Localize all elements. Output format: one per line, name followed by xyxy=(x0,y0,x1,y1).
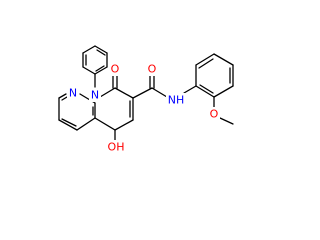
svg-text:NH: NH xyxy=(168,94,185,107)
atom-label-pyridine-n: N xyxy=(67,86,79,100)
methoxy-methyl-bond xyxy=(219,117,234,125)
svg-text:O: O xyxy=(111,63,120,76)
atom-label-carbonyl-o: O xyxy=(109,62,121,76)
atom-label-hydroxyl: OH xyxy=(105,140,127,154)
svg-text:N: N xyxy=(69,87,77,100)
pyridine-ring xyxy=(58,93,96,131)
atom-label-amide-nh: NH xyxy=(166,93,186,107)
phenyl-ring xyxy=(82,45,108,75)
methoxyphenyl-ring xyxy=(195,53,234,98)
atom-label-methoxy-o: O xyxy=(208,107,220,121)
molecule-structure: N O O NH N OH O xyxy=(58,45,234,154)
ring-to-amide-bond xyxy=(132,87,153,99)
atom-label-ring-n: N xyxy=(89,88,101,102)
atom-label-amide-o: O xyxy=(146,62,158,76)
svg-text:O: O xyxy=(210,108,219,121)
amide-cn-bond xyxy=(151,87,168,98)
nh-aryl-bond xyxy=(183,85,197,94)
svg-text:OH: OH xyxy=(108,141,125,154)
svg-text:N: N xyxy=(91,89,99,102)
svg-text:O: O xyxy=(148,63,157,76)
pyridone-ring xyxy=(94,87,134,131)
